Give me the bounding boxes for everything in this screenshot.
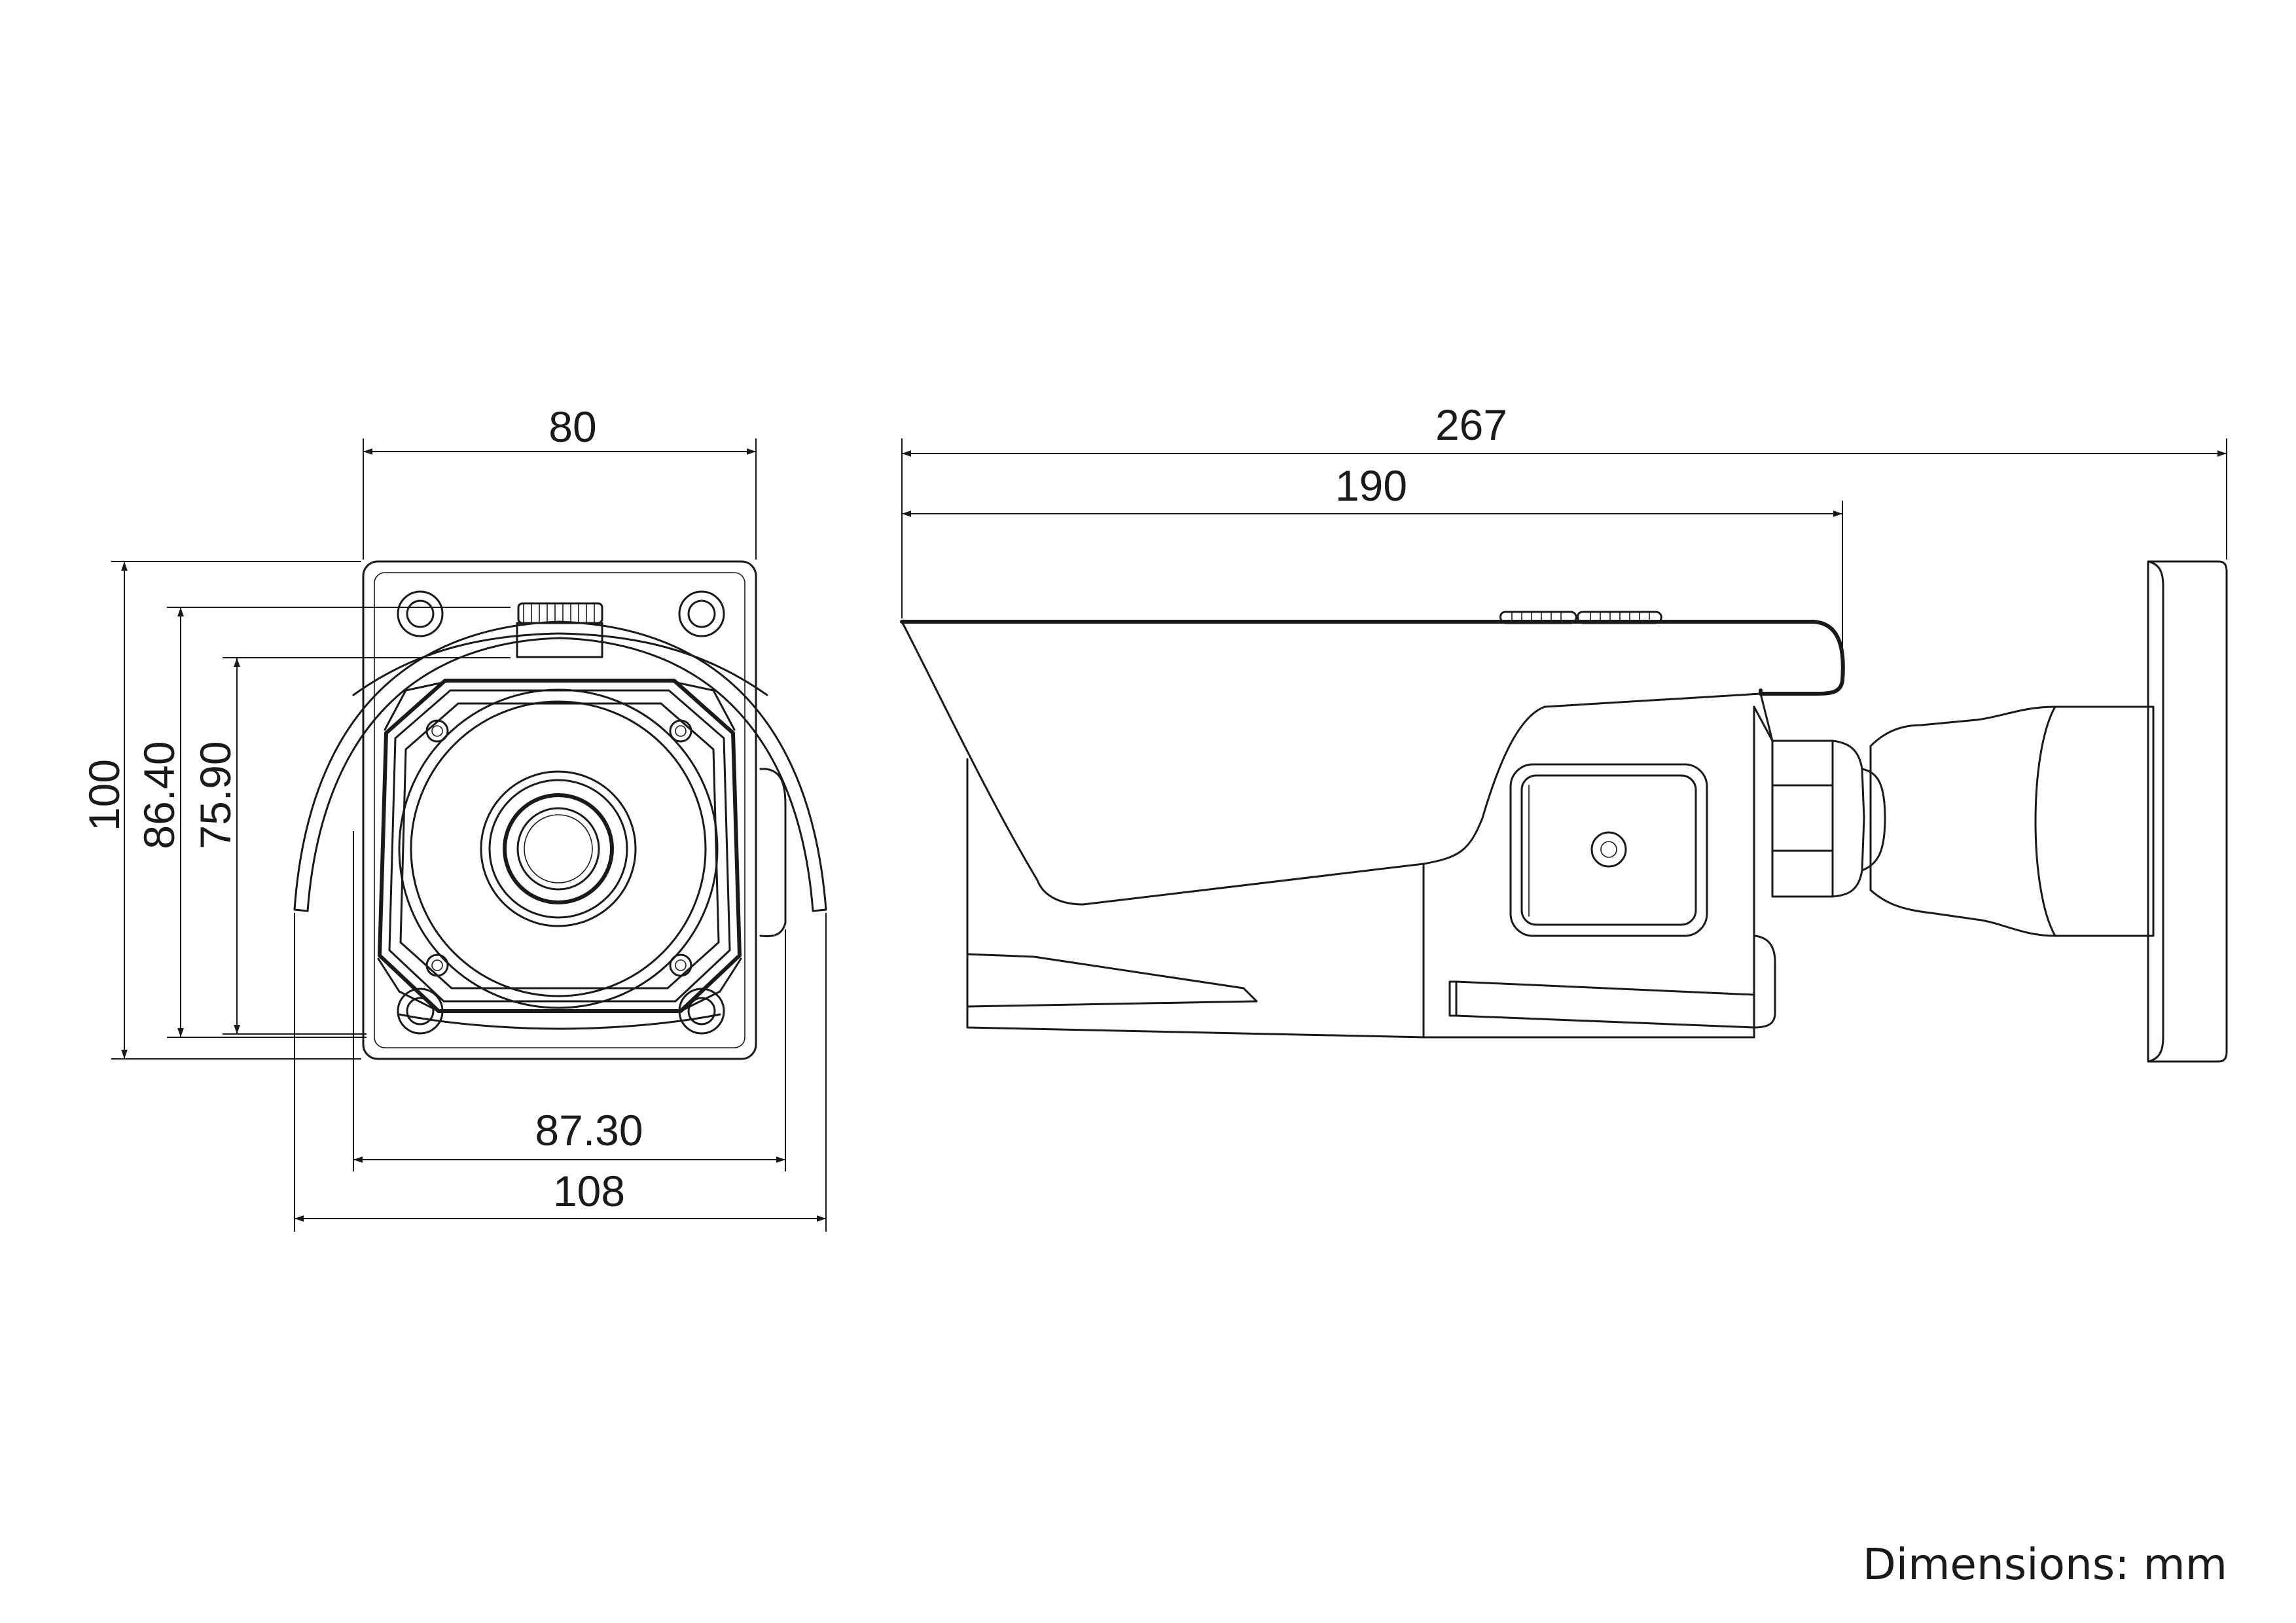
mounting-plate-inner bbox=[374, 572, 745, 1048]
plate-screw-top-left bbox=[397, 590, 444, 637]
lens-assembly bbox=[398, 688, 719, 1009]
side-top-connectors bbox=[1499, 611, 1662, 624]
dimension-height-100 bbox=[111, 561, 361, 1060]
camera-front-body bbox=[377, 679, 742, 1013]
dimension-label-190: 190 bbox=[1335, 461, 1407, 510]
side-view: 267 190 bbox=[900, 401, 2228, 1063]
dimension-label-80: 80 bbox=[548, 402, 596, 451]
front-view: 80 100 86.40 75.90 87.30 bbox=[80, 402, 827, 1232]
dimension-label-100: 100 bbox=[80, 759, 128, 831]
top-connector bbox=[516, 602, 603, 658]
dimension-length-190 bbox=[902, 501, 1843, 654]
dimension-label-87-30: 87.30 bbox=[535, 1106, 643, 1154]
camera-housing bbox=[900, 620, 1845, 1039]
bracket-arm bbox=[1869, 705, 2155, 937]
dimension-height-75-90 bbox=[223, 657, 511, 1035]
dimension-label-75-90: 75.90 bbox=[191, 741, 240, 849]
dimension-length-267 bbox=[901, 438, 2227, 618]
dimension-width-108 bbox=[294, 913, 827, 1232]
swivel-joint bbox=[1771, 740, 1886, 898]
body-screw-top-right bbox=[669, 719, 692, 743]
body-screw-top-left bbox=[425, 719, 449, 743]
bottom-bracket bbox=[398, 1013, 721, 1030]
units-note: Dimensions: mm bbox=[1862, 1539, 2227, 1590]
panel-screw bbox=[1590, 831, 1627, 868]
mounting-plate-outer bbox=[362, 560, 757, 1060]
body-screw-bottom-right bbox=[669, 954, 692, 977]
side-access-panel bbox=[1509, 763, 1708, 937]
dimension-height-86-40 bbox=[167, 607, 511, 1038]
dimension-label-86-40: 86.40 bbox=[135, 741, 183, 849]
wall-base-plate bbox=[2147, 560, 2228, 1063]
dimension-label-108: 108 bbox=[553, 1167, 625, 1215]
dimension-label-267: 267 bbox=[1435, 401, 1507, 449]
sun-shield bbox=[293, 620, 827, 938]
dimension-width-80 bbox=[363, 438, 757, 560]
body-screw-bottom-left bbox=[425, 954, 449, 977]
plate-screw-top-right bbox=[678, 590, 725, 637]
dimension-width-87-30 bbox=[353, 831, 786, 1171]
plate-screw-bottom-right bbox=[678, 988, 725, 1035]
